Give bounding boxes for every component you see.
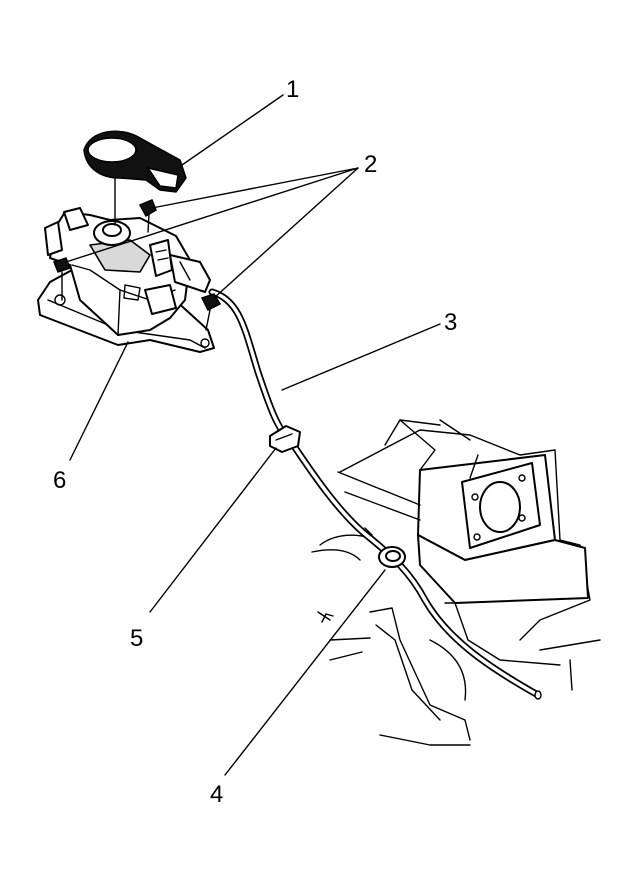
callout-3: 3 — [444, 309, 457, 336]
callout-2: 2 — [364, 151, 377, 178]
callout-6: 6 — [53, 467, 66, 494]
leader-lines — [65, 94, 441, 776]
engine-block-background — [311, 419, 601, 746]
shifter-assembly — [37, 207, 215, 353]
screw-right — [200, 293, 222, 331]
callout-1: 1 — [286, 76, 299, 103]
screw-upper — [138, 199, 157, 233]
cable-grommet — [364, 527, 406, 568]
cable-clip — [269, 425, 301, 453]
shift-cable — [208, 288, 542, 700]
callout-4: 4 — [210, 781, 223, 808]
callout-5: 5 — [130, 625, 143, 652]
shift-knob — [83, 130, 187, 226]
engine-flange — [461, 462, 541, 549]
